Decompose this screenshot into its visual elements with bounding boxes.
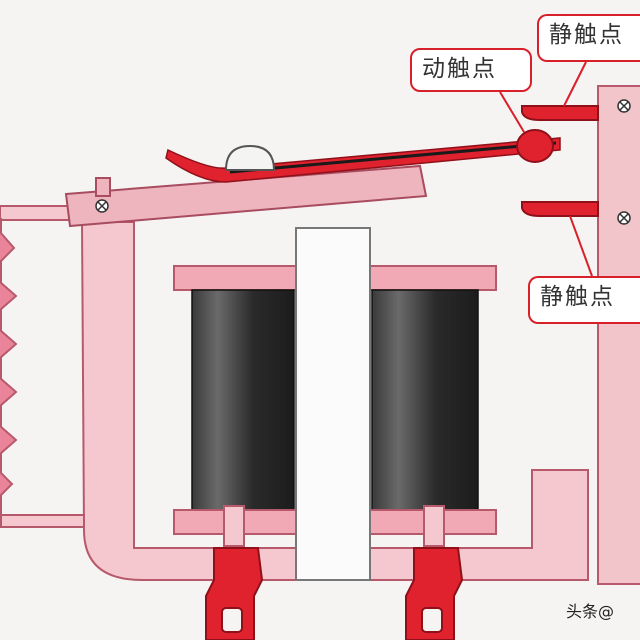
coil-winding-right xyxy=(371,289,479,511)
return-spring xyxy=(0,205,85,528)
plate-screw-bottom xyxy=(617,211,631,225)
coil-winding-left xyxy=(191,289,295,511)
static-contact-bottom xyxy=(521,201,599,217)
yoke-frame xyxy=(80,221,589,581)
insulator xyxy=(224,144,276,171)
armature-screw xyxy=(95,199,109,213)
iron-core xyxy=(295,227,371,581)
static-contact-top xyxy=(521,105,599,121)
static-contact-bottom-label: 静触点 xyxy=(528,276,640,324)
moving-contact-arm-highlight xyxy=(229,141,557,174)
moving-contact-label: 动触点 xyxy=(410,48,532,92)
armature-post xyxy=(95,177,111,197)
watermark: 头条@ xyxy=(566,602,615,621)
contact-mounting-plate xyxy=(597,85,640,585)
moving-contact xyxy=(516,129,554,163)
coil-terminal-left xyxy=(205,505,264,640)
leader-static-top xyxy=(563,61,587,107)
leader-moving-contact xyxy=(499,91,525,133)
leader-static-bottom xyxy=(569,215,593,277)
plate-screw-top xyxy=(617,99,631,113)
coil-terminal-right xyxy=(405,505,464,640)
static-contact-top-label: 静触点 xyxy=(537,14,640,62)
